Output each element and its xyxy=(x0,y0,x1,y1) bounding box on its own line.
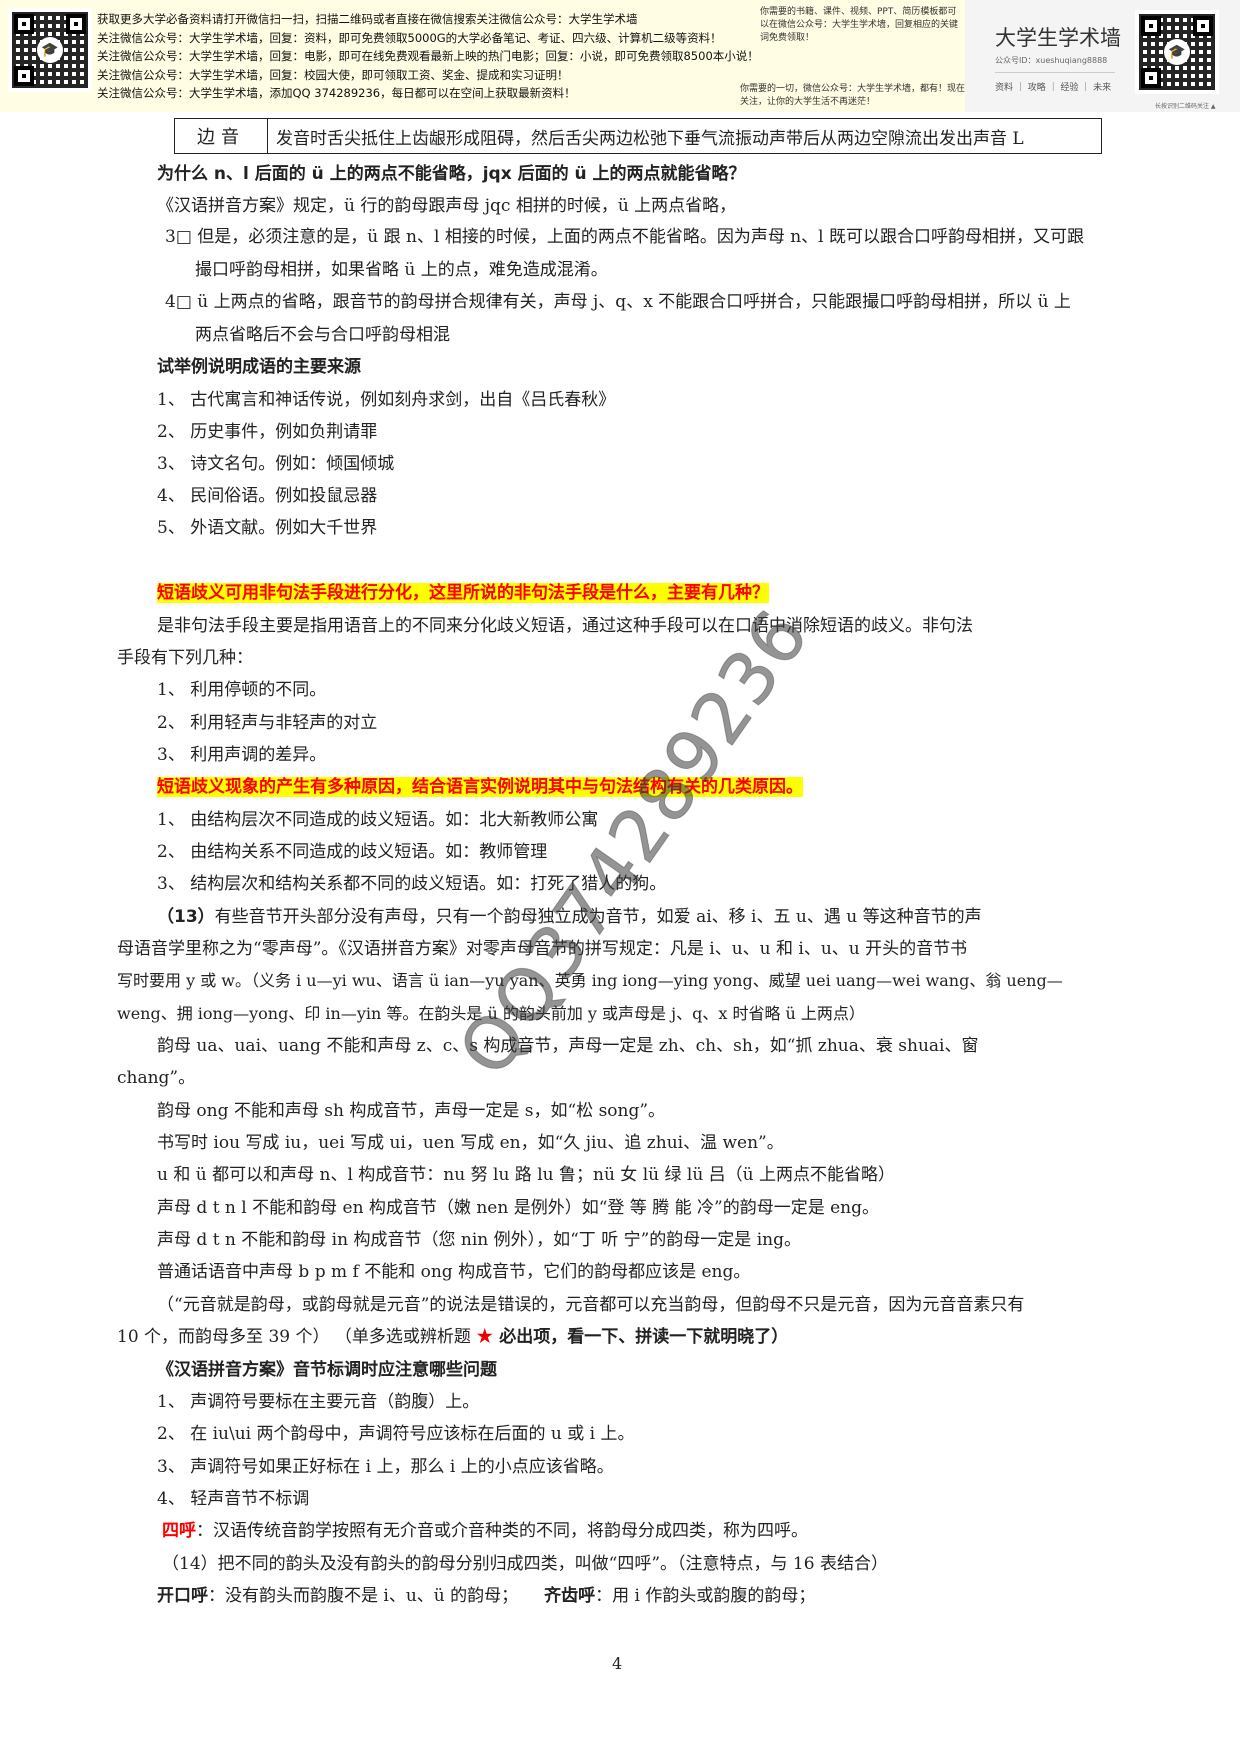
card-footer: 长按识别二维码关注 ▲ xyxy=(1155,103,1216,110)
q1-title: 为什么 n、l 后面的 ü 上的两点不能省略，jqx 后面的 ü 上的两点就能省… xyxy=(157,164,746,184)
q2-item: 2、 历史事件，例如负荆请罪 xyxy=(157,422,378,442)
q1-point-4b: 两点省略后不会与合口呼韵母相混 xyxy=(195,325,450,345)
vowel-note-a: （“元音就是韵母，或韵母就是元音”的说法是错误的，元音都可以充当韵母，但韵母不只… xyxy=(157,1295,1025,1315)
q3-title-highlight: 短语歧义可用非句法手段进行分化，这里所说的非句法手段是什么，主要有几种？ xyxy=(157,583,769,603)
divider xyxy=(995,72,1115,73)
q3-item: 3、 利用声调的差异。 xyxy=(157,745,327,765)
q4-item: 1、 由结构层次不同造成的歧义短语。如：北大新教师公寓 xyxy=(157,810,599,830)
p13-line-a: （13）有些音节开头部分没有声母，只有一个韵母独立成为音节，如爱 ai、移 i、… xyxy=(157,907,982,927)
kaikou-qichi: 开口呼：没有韵头而韵腹不是 i、u、ü 的韵母；齐齿呼：用 i 作韵头或韵腹的韵… xyxy=(157,1586,816,1606)
q4-title-highlight: 短语歧义现象的产生有多种原因，结合语言实例说明其中与句法结构有关的几类原因。 xyxy=(157,777,803,797)
q1-intro: 《汉语拼音方案》规定，ü 行的韵母跟声母 jqc 相拼的时候，ü 上两点省略， xyxy=(157,196,737,216)
q2-item: 5、 外语文献。例如大千世界 xyxy=(157,518,378,538)
graduation-cap-icon: 🎓 xyxy=(1164,39,1190,65)
q4-item: 3、 结构层次和结构关系都不同的歧义短语。如：打死了猎人的狗。 xyxy=(157,874,667,894)
wechat-card: 大学生学术墙 公众号ID：xueshuqiang8888 资料 ｜ 攻略 ｜ 经… xyxy=(965,0,1240,112)
q3-paragraph-a: 是非句法手段主要是指用语音上的不同来分化歧义短语，通过这种手段可以在口语中消除短… xyxy=(157,616,973,636)
q5-title: 《汉语拼音方案》音节标调时应注意哪些问题 xyxy=(157,1360,497,1380)
q3-item: 2、 利用轻声与非轻声的对立 xyxy=(157,713,378,733)
rule-u-umlaut: u 和 ü 都可以和声母 n、l 构成音节：nu 努 lu 路 lu 鲁；nü … xyxy=(157,1165,896,1185)
graduation-cap-icon: 🎓 xyxy=(37,37,63,63)
sihu-definition: 四呼：汉语传统音韵学按照有无介音或介音种类的不同，将韵母分成四类，称为四呼。 xyxy=(162,1521,808,1541)
card-id: 公众号ID：xueshuqiang8888 xyxy=(995,56,1108,65)
banner-text: 获取更多大学必备资料请打开微信扫一扫，扫描二维码或者直接在微信搜索关注微信公众号… xyxy=(97,12,759,100)
banner-side-note-top: 你需要的书籍、课件、视频、PPT、简历模板都可以在微信公众号：大学生学术墙，回复… xyxy=(760,7,959,43)
banner-side-note-bottom: 你需要的一切，微信公众号：大学生学术墙，都有！现在关注，让你的大学生活不再迷茫！ xyxy=(740,84,966,107)
rule-dtn: 声母 d t n 不能和韵母 in 构成音节（您 nin 例外），如“丁 听 宁… xyxy=(157,1230,801,1250)
q5-item: 3、 声调符号如果正好标在 i 上，那么 i 上的小点应该省略。 xyxy=(157,1457,614,1477)
q1-point-3b: 撮口呼韵母相拼，如果省略 ü 上的点，难免造成混淆。 xyxy=(195,260,608,280)
q1-point-3a: 3□ 但是，必须注意的是，ü 跟 n、l 相接的时候，上面的两点不能省略。因为声… xyxy=(165,227,1085,247)
q3-paragraph-b: 手段有下列几种： xyxy=(117,648,253,668)
qr-code-left[interactable]: 🎓 xyxy=(8,8,92,92)
p14: （14）把不同的韵头及没有韵头的韵母分别归成四类，叫做“四呼”。（注意特点，与 … xyxy=(162,1554,888,1574)
promo-banner: 🎓 获取更多大学必备资料请打开微信扫一扫，扫描二维码或者直接在微信搜索关注微信公… xyxy=(0,0,1240,112)
q3-item: 1、 利用停顿的不同。 xyxy=(157,680,327,700)
q2-item: 4、 民间俗语。例如投鼠忌器 xyxy=(157,486,378,506)
q2-item: 1、 古代寓言和神话传说，例如刻舟求剑，出自《吕氏春秋》 xyxy=(157,390,616,410)
phonetics-table-row: 边音 发音时舌尖抵住上齿龈形成阻碍，然后舌尖两边松弛下垂气流振动声带后从两边空隙… xyxy=(174,118,1102,154)
vowel-note-b: 10 个，而韵母多至 39 个） （单多选或辨析题 ★ 必出项，看一下、拼读一下… xyxy=(117,1327,789,1347)
p13-line-c: 写时要用 y 或 w。（义务 i u—yi wu、语言 ü ian—yu yan… xyxy=(117,971,1063,990)
rule-dtnl: 声母 d t n l 不能和韵母 en 构成音节（嫩 nen 是例外）如“登 等… xyxy=(157,1198,879,1218)
q5-item: 2、 在 iu\ui 两个韵母中，声调符号应该标在后面的 u 或 i 上。 xyxy=(157,1424,635,1444)
q2-title: 试举例说明成语的主要来源 xyxy=(157,357,361,377)
rule-ua-a: 韵母 ua、uai、uang 不能和声母 z、c、s 构成音节，声母一定是 zh… xyxy=(157,1036,979,1056)
card-title: 大学生学术墙 xyxy=(995,26,1121,50)
qr-code-right[interactable]: 🎓 xyxy=(1135,10,1219,94)
card-links: 资料 ｜ 攻略 ｜ 经验 ｜ 未来 xyxy=(995,83,1112,93)
rule-ong: 韵母 ong 不能和声母 sh 构成音节，声母一定是 s，如“松 song”。 xyxy=(157,1101,666,1121)
p13-line-b: 母语音学里称之为“零声母”。《汉语拼音方案》对零声母音节的拼写规定：凡是 i、u… xyxy=(117,939,968,959)
q4-item: 2、 由结构关系不同造成的歧义短语。如：教师管理 xyxy=(157,842,548,862)
page-number: 4 xyxy=(612,1654,623,1673)
table-description: 发音时舌尖抵住上齿龈形成阻碍，然后舌尖两边松弛下垂气流振动声带后从两边空隙流出发… xyxy=(276,128,1024,149)
rule-ua-b: chang”。 xyxy=(117,1068,196,1088)
p13-line-d: weng、拥 iong—yong、印 in—yin 等。在韵头是 ü 的韵头前加… xyxy=(117,1004,865,1023)
q5-item: 1、 声调符号要标在主要元音（韵腹）上。 xyxy=(157,1392,480,1412)
table-label: 边音 xyxy=(175,119,268,153)
q2-item: 3、 诗文名句。例如：倾国倾城 xyxy=(157,454,395,474)
star-icon: ★ xyxy=(476,1327,494,1347)
rule-bpmf: 普通话语音中声母 b p m f 不能和 ong 构成音节，它们的韵母都应该是 … xyxy=(157,1262,751,1282)
rule-iou: 书写时 iou 写成 iu，uei 写成 ui，uen 写成 en，如“久 ji… xyxy=(157,1133,784,1153)
q5-item: 4、 轻声音节不标调 xyxy=(157,1489,310,1509)
q1-point-4a: 4□ ü 上两点的省略，跟音节的韵母拼合规律有关，声母 j、q、x 不能跟合口呼… xyxy=(165,292,1071,312)
